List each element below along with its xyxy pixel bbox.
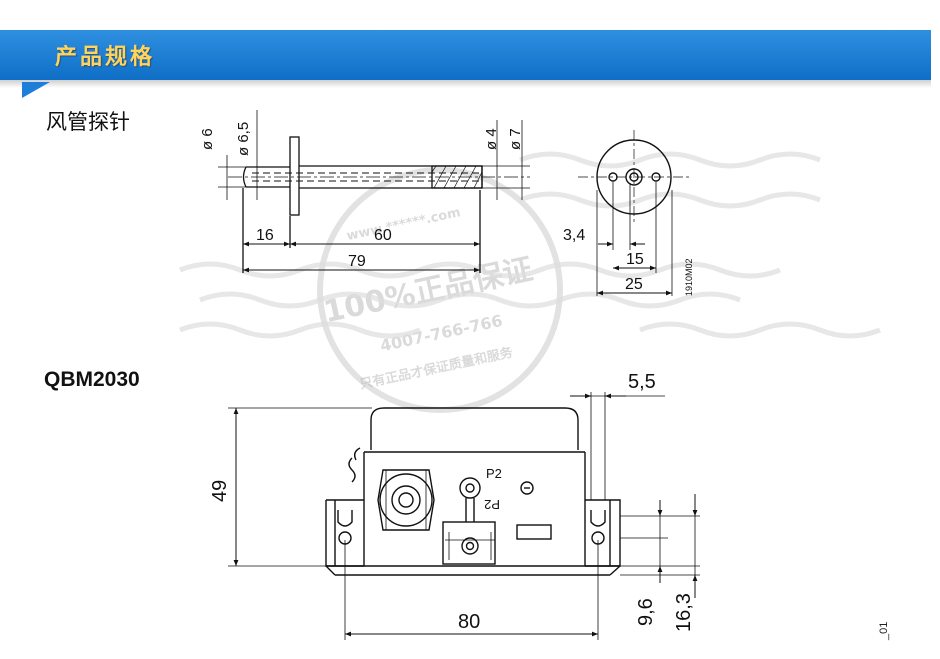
- watermark-site: www.******.com: [345, 205, 462, 244]
- probe-heading: 风管探针: [46, 110, 130, 134]
- port-label-bottom: P2: [484, 497, 500, 512]
- dim-dia-6-5: ø 6,5: [235, 122, 252, 156]
- dim-9-6: 9,6: [635, 598, 657, 626]
- dim-len-16: 16: [256, 227, 274, 244]
- dim-3-4: 3,4: [563, 227, 585, 244]
- port-label-top: P2: [486, 466, 502, 481]
- header-title: 产品规格: [55, 45, 156, 70]
- doc-code: _01: [878, 621, 890, 640]
- dim-49: 49: [209, 480, 231, 502]
- watermark-waves: [179, 151, 881, 339]
- dim-dia-6: ø 6: [199, 128, 216, 150]
- probe-dimension-lines: [243, 241, 480, 273]
- dim-25: 25: [625, 276, 643, 293]
- banner-tab-triangle: [22, 82, 50, 98]
- device-body: [325, 407, 621, 640]
- dim-len-79: 79: [348, 253, 366, 270]
- dim-16-3: 16,3: [673, 593, 695, 632]
- end-view-dimension-lines: [597, 241, 672, 296]
- model-heading: QBM2030: [44, 368, 140, 391]
- watermark: 100%正品保证 4007-766-766 只有正品才保证质量和服务 www.*…: [317, 167, 563, 413]
- device-dimension-lines: [228, 392, 700, 637]
- probe-end-view: [578, 130, 690, 296]
- dim-dia-7: ø 7: [507, 128, 524, 150]
- dim-dia-4: ø 4: [483, 128, 500, 150]
- dim-len-60: 60: [374, 227, 392, 244]
- dim-15: 15: [626, 251, 644, 268]
- dim-80: 80: [458, 611, 480, 633]
- ref-code: 1910M02: [684, 258, 694, 296]
- banner-shadow: [0, 80, 931, 88]
- dim-5-5: 5,5: [628, 371, 656, 393]
